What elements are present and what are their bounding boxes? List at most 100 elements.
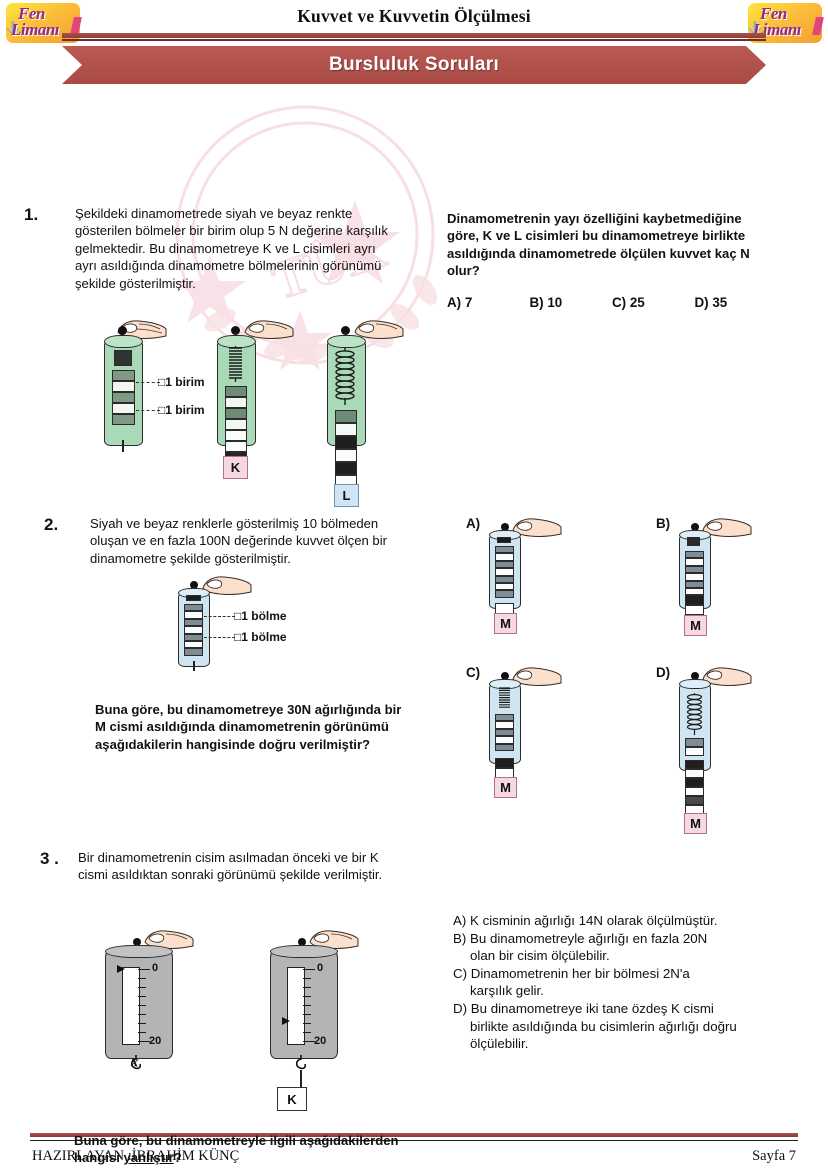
q3-option-a[interactable]: A) K cisminin ağırlığı 14N olarak ölçülm… [453,912,793,930]
scale-tick [138,996,146,998]
q1-number: 1. [24,205,39,224]
scale-tick [138,1041,150,1043]
q2-ask: Buna göre, bu dinamometreye 30N ağırlığı… [95,702,402,752]
spring-icon [229,346,242,382]
scale-tick [138,1023,146,1025]
scale-seg [685,605,704,616]
spring-block [186,595,201,601]
scale-seg [335,462,357,475]
scale-seg [335,436,357,449]
q1-option-b[interactable]: B) 10 [529,295,563,310]
q3-option-d-letter: D) [453,1000,468,1016]
scale-tick [138,1005,146,1007]
scale-pointer [282,1017,290,1025]
tube-cap [327,335,366,348]
q1-unit-label-1: □1 birim [158,375,205,389]
scale-seg [495,546,514,554]
logo-line1: Fen [18,4,45,23]
q3-scale-top: 0 [152,962,159,974]
scale-seg [685,565,704,574]
page-header: ⚓ Fen Limanı ⚓ Fen Limanı Kuvvet ve Kuvv… [0,0,828,92]
header-rule-thin [62,39,766,41]
q1-body-l-label: L [334,484,359,507]
scale-seg [495,568,514,576]
q2-option-d-letter: D) [656,665,671,680]
scale-seg [495,590,514,598]
scale-tick [138,978,146,980]
q2-option-c-body-label: M [494,777,517,798]
scale-seg [685,558,704,566]
scale-seg [495,743,514,751]
q2-div-label-2: □1 bölme [234,630,287,644]
callout-line [136,382,160,383]
scale-tick [303,987,311,989]
footer-line [30,1139,798,1141]
scale-tick [303,1041,315,1043]
scale-seg [495,714,514,722]
hook-ring [501,523,509,531]
scale-seg [685,573,704,581]
scale-tick [303,1032,311,1034]
q3-option-d-text2: birlikte asıldığında bu cisimlerin ağırl… [470,1018,737,1052]
q1-option-c[interactable]: C) 25 [612,295,645,310]
q3-option-a-letter: A) [453,913,467,928]
hand-icon [702,518,752,537]
document-title: Kuvvet ve Kuvvetin Ölçülmesi [297,6,531,26]
q1-ask: Dinamometrenin yayı özelliğini kaybetmed… [447,211,750,279]
hand-icon [309,930,359,949]
q2-option-b-letter: B) [656,516,671,531]
q1-option-a[interactable]: A) 7 [447,295,473,310]
footer-rule [30,1133,798,1137]
scale-seg [112,381,135,392]
scale-seg [685,738,704,747]
q3-number: 3 . [40,849,59,868]
scale-seg [685,787,704,796]
q3-options: A) K cisminin ağırlığı 14N olarak ölçülm… [453,912,793,1053]
spring-icon [499,687,510,708]
bottom-hook-icon [295,1055,307,1070]
scale-seg [685,747,704,756]
q3-option-d[interactable]: D) Bu dinamometreye iki tane özdeş K cis… [453,1000,793,1053]
banner-title: Bursluluk Soruları [328,54,500,75]
hand-icon [144,930,194,949]
hand-icon [202,576,252,595]
q2-option-d-body-label: M [684,813,707,834]
scale-tick [303,996,311,998]
logo-line1: Fen [760,4,787,23]
q3-option-c-letter: C) [453,965,468,981]
scale-seg [685,595,704,606]
scale-seg [184,648,203,656]
scale-seg [184,633,203,641]
scale-tick [138,1032,146,1034]
q3-option-c-text2: karşılık gelir. [470,983,544,999]
body-wire [300,1070,302,1088]
callout-line [204,637,235,638]
hook-ring [133,938,141,946]
q3-option-b-text: Bu dinamometreyle ağırlığı en fazla 20N [470,930,708,946]
hook-ring [118,326,127,335]
q1-options: A) 7 B) 10 C) 25 D) 35 [447,295,777,310]
scale-tick [303,1023,311,1025]
header-rule [62,33,766,38]
scale-seg [685,588,704,596]
q3-body-k-label: K [277,1087,307,1111]
tube-body [679,683,711,771]
q3-option-b-letter: B) [453,930,467,946]
q1-option-d[interactable]: D) 35 [694,295,728,310]
banner: Bursluluk Soruları [62,46,766,84]
q3-stem: Bir dinamometrenin cisim asılmadan öncek… [78,850,383,883]
scale-seg [685,760,704,769]
q3-ask-underline: yanlıştır [123,1150,174,1166]
scale-seg [335,423,357,436]
tube-cap [679,679,711,689]
spring-block [497,537,511,543]
scale-seg [685,769,704,778]
spring-icon [686,693,703,735]
bottom-wire [122,440,124,452]
q3-option-c[interactable]: C) Dinamometrenin her bir bölmesi 2N'a k… [453,965,793,1000]
q3-option-b[interactable]: B) Bu dinamometreyle ağırlığı en fazla 2… [453,930,793,965]
q1-body-k-label: K [223,456,248,479]
scale-seg [112,370,135,381]
q3-option-d-text: Bu dinamometreye iki tane özdeş K cismi [470,1000,714,1016]
q1-unit-label-2: □1 birim [158,403,205,417]
